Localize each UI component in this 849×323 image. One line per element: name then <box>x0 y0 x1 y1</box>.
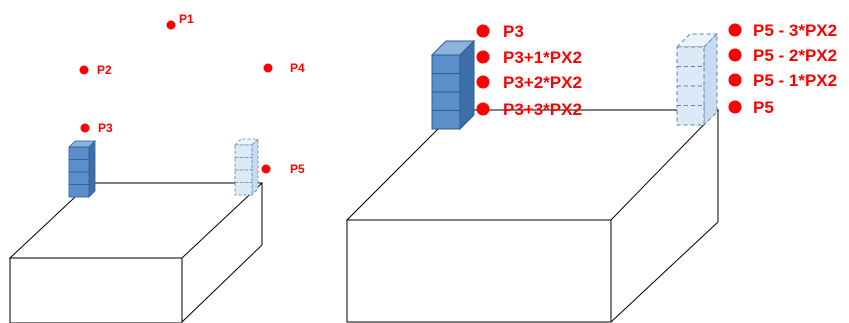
left-solid-stack-block <box>68 184 90 198</box>
label-p5-minus-3: P5 - 3*PX2 <box>753 21 837 40</box>
right-box <box>345 109 720 323</box>
right-dashed-stack-block <box>676 66 705 87</box>
right-dashed-stack <box>675 32 719 127</box>
point-p5 <box>261 164 271 174</box>
left-labels: P1 P2 P4 P3 P5 <box>97 12 305 176</box>
point-p3 <box>80 123 90 133</box>
label-p5: P5 <box>290 162 305 176</box>
left-panel: P1 P2 P4 P3 P5 <box>8 12 305 323</box>
left-solid-stack-block <box>68 146 90 160</box>
left-solid-stack-block <box>68 171 90 185</box>
label-p3-plus-3: P3+3*PX2 <box>503 100 582 119</box>
label-p3: P3 <box>98 121 113 135</box>
left-dashed-stack-block <box>234 169 253 183</box>
right-box-front-face <box>346 219 612 323</box>
point-p3-plus-3 <box>476 102 490 116</box>
label-p5: P5 <box>753 98 774 117</box>
point-p3 <box>476 24 490 38</box>
point-p3-plus-1 <box>476 50 490 64</box>
left-box-front-face <box>9 257 183 323</box>
right-panel: P3 P3+1*PX2 P3+2*PX2 P3+3*PX2 P5 - 3*PX2… <box>345 21 837 323</box>
left-box <box>8 182 264 323</box>
point-p4 <box>263 63 273 73</box>
point-p5-minus-1 <box>728 73 742 87</box>
label-p2: P2 <box>97 63 112 77</box>
point-p1 <box>166 20 176 30</box>
left-solid-stack <box>68 140 96 198</box>
label-p3: P3 <box>503 22 524 41</box>
left-dashed-stack-block <box>234 144 253 158</box>
label-p1: P1 <box>179 12 194 26</box>
label-p3-plus-1: P3+1*PX2 <box>503 48 582 67</box>
right-solid-stack-block <box>431 73 461 93</box>
right-points <box>476 23 742 116</box>
left-dashed-stack-block <box>234 182 253 196</box>
right-dashed-stack-block <box>676 105 705 126</box>
label-p4: P4 <box>290 61 305 75</box>
right-box-side-bottom-edge <box>610 221 719 323</box>
right-solid-stack <box>430 39 476 131</box>
left-box-top-face <box>8 182 264 259</box>
right-dashed-stack-block <box>676 46 705 67</box>
label-p5-minus-1: P5 - 1*PX2 <box>753 71 837 90</box>
point-p5 <box>728 100 742 114</box>
right-labels: P3 P3+1*PX2 P3+2*PX2 P3+3*PX2 P5 - 3*PX2… <box>503 21 837 119</box>
point-p5-minus-2 <box>728 48 742 62</box>
right-solid-stack-block <box>431 54 461 74</box>
left-box-side-bottom-edge <box>181 244 263 323</box>
right-dashed-stack-side <box>703 32 718 127</box>
point-p3-plus-2 <box>476 75 490 89</box>
left-dashed-stack <box>234 138 259 196</box>
left-points <box>79 20 273 174</box>
right-box-top-face <box>345 109 720 221</box>
right-solid-stack-block <box>431 91 461 111</box>
label-p5-minus-2: P5 - 2*PX2 <box>753 46 837 65</box>
right-dashed-stack-block <box>676 85 705 106</box>
right-solid-stack-side <box>459 39 475 131</box>
label-p3-plus-2: P3+2*PX2 <box>503 73 582 92</box>
point-p5-minus-3 <box>728 23 742 37</box>
left-solid-stack-side <box>88 140 96 198</box>
left-dashed-stack-side <box>251 138 259 196</box>
left-solid-stack-block <box>68 159 90 173</box>
left-dashed-stack-block <box>234 157 253 171</box>
right-solid-stack-block <box>431 110 461 130</box>
point-p2 <box>79 65 89 75</box>
